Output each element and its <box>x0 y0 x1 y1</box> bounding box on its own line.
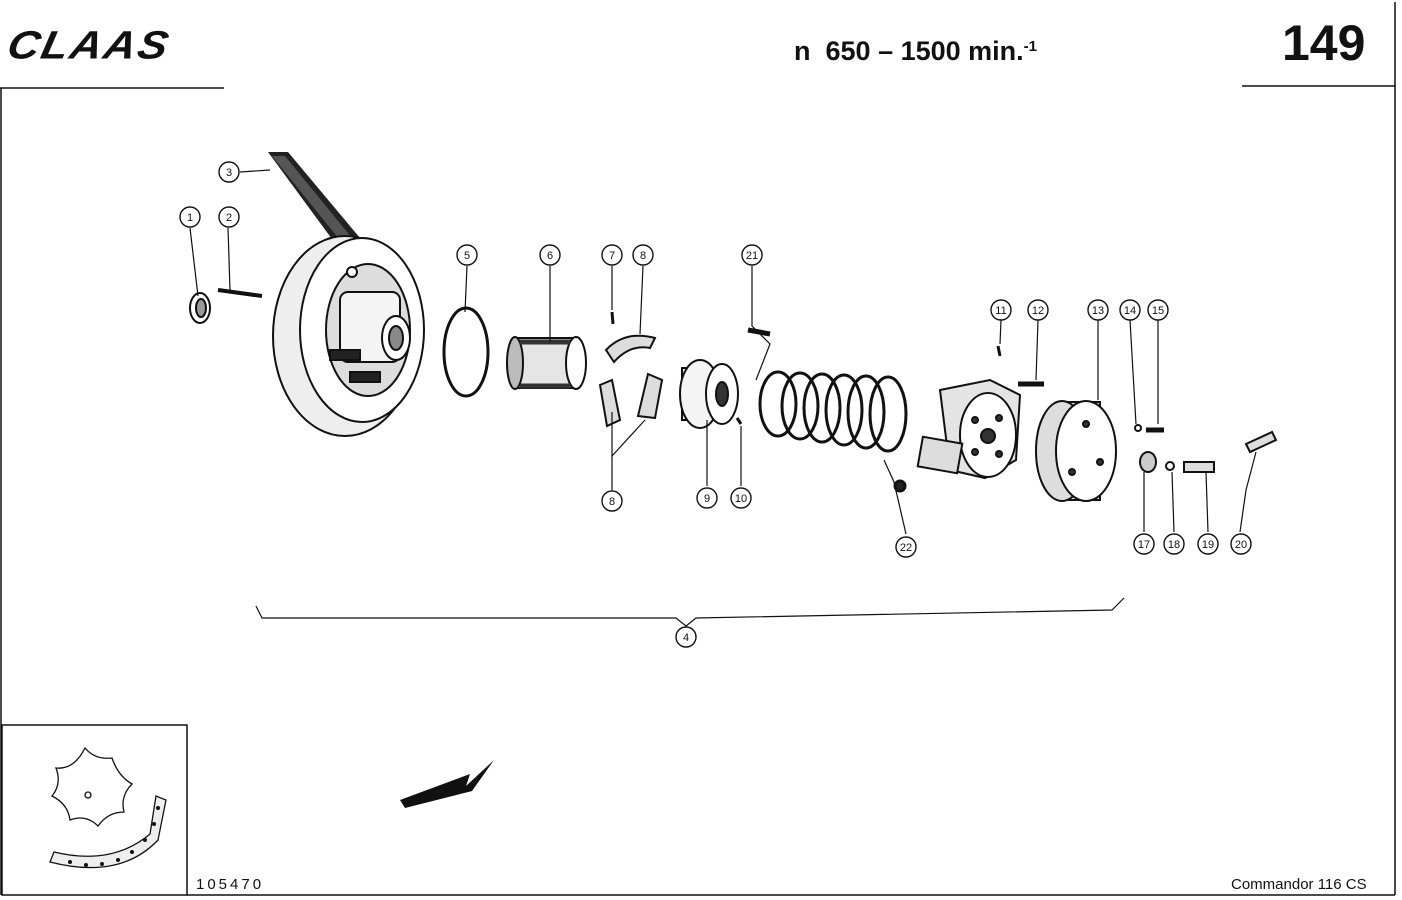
callout-20 <box>1230 533 1252 555</box>
plate-20 <box>1244 430 1278 454</box>
pin <box>996 345 1002 357</box>
speed-range-title: n 650 – 1500 min.-1 <box>794 36 1037 67</box>
v-belt <box>268 152 360 250</box>
callout-12 <box>1027 299 1049 321</box>
callout-text: 21 <box>746 250 758 262</box>
washer-14 <box>1134 424 1142 432</box>
callout-19 <box>1197 533 1219 555</box>
callout-text: 13 <box>1092 305 1104 317</box>
nut-17 <box>1139 451 1157 473</box>
cam-plate <box>916 345 1044 480</box>
bushing <box>506 336 587 390</box>
washer-18 <box>1165 461 1175 471</box>
callout-6 <box>539 244 561 266</box>
cover-drum <box>1035 400 1117 502</box>
callout-text: 9 <box>704 493 710 505</box>
callout-3 <box>218 161 240 183</box>
drawing-number: 105470 <box>196 876 265 893</box>
callout-22 <box>895 536 917 558</box>
direction-arrow-icon <box>400 760 494 808</box>
callout-13 <box>1087 299 1109 321</box>
variator-pulley <box>272 235 425 437</box>
callout-text: 22 <box>900 542 912 554</box>
callout-text: 1 <box>187 212 193 224</box>
callout-text: 6 <box>547 250 553 262</box>
segment-upper <box>604 334 657 364</box>
callout-text: 18 <box>1168 539 1180 551</box>
callout-text: 8 <box>640 250 646 262</box>
callout-5 <box>456 244 478 266</box>
callout-14 <box>1119 299 1141 321</box>
callout-text: 12 <box>1032 305 1044 317</box>
callout-4 <box>675 626 697 648</box>
callout-text: 7 <box>609 250 615 262</box>
callout-text: 11 <box>995 305 1006 317</box>
callout-1 <box>179 206 201 228</box>
callout-text: 3 <box>226 167 232 179</box>
dowel-pin <box>610 311 615 325</box>
callout-21 <box>741 244 763 266</box>
callout-text: 8 <box>609 496 615 508</box>
nipple <box>893 479 907 493</box>
parallel-pin <box>217 288 263 298</box>
bolt-19 <box>1183 461 1215 473</box>
callout-text: 10 <box>735 493 747 505</box>
page-number: 149 <box>1282 15 1366 71</box>
speed-prefix: n <box>794 36 811 66</box>
callout-9 <box>696 487 718 509</box>
segment-left <box>598 378 622 428</box>
callout-text: 14 <box>1124 305 1136 317</box>
locator-thumbnail <box>49 746 167 869</box>
callout-18 <box>1163 533 1185 555</box>
callout-text: 2 <box>226 212 232 224</box>
set-screw <box>747 327 771 337</box>
callout-8b <box>601 490 623 512</box>
compression-spring <box>747 327 908 493</box>
callout-bubbles <box>179 161 1252 648</box>
callout-8a <box>632 244 654 266</box>
speed-range: 650 – 1500 min. <box>825 36 1024 66</box>
callout-text: 15 <box>1152 305 1164 317</box>
callout-7 <box>601 244 623 266</box>
circlip <box>442 306 490 398</box>
callout-10 <box>730 487 752 509</box>
callout-text: 19 <box>1202 539 1214 551</box>
machine-model: Commandor 116 CS <box>1231 876 1367 893</box>
callout-text: 5 <box>464 250 470 262</box>
segment-right <box>636 372 664 420</box>
callout-text: 17 <box>1138 539 1150 551</box>
callout-text: 20 <box>1235 539 1247 551</box>
callout-numbers: 1 2 3 4 5 6 7 8 8 9 10 11 12 13 14 15 17… <box>187 167 1247 644</box>
callout-15 <box>1147 299 1169 321</box>
callout-text: 4 <box>683 632 689 644</box>
callout-11 <box>990 299 1012 321</box>
grub-screw <box>735 417 743 425</box>
speed-exponent: -1 <box>1023 38 1037 55</box>
callout-2 <box>218 206 240 228</box>
callout-17 <box>1133 533 1155 555</box>
hub <box>679 359 743 429</box>
leader-lines <box>189 169 1257 627</box>
